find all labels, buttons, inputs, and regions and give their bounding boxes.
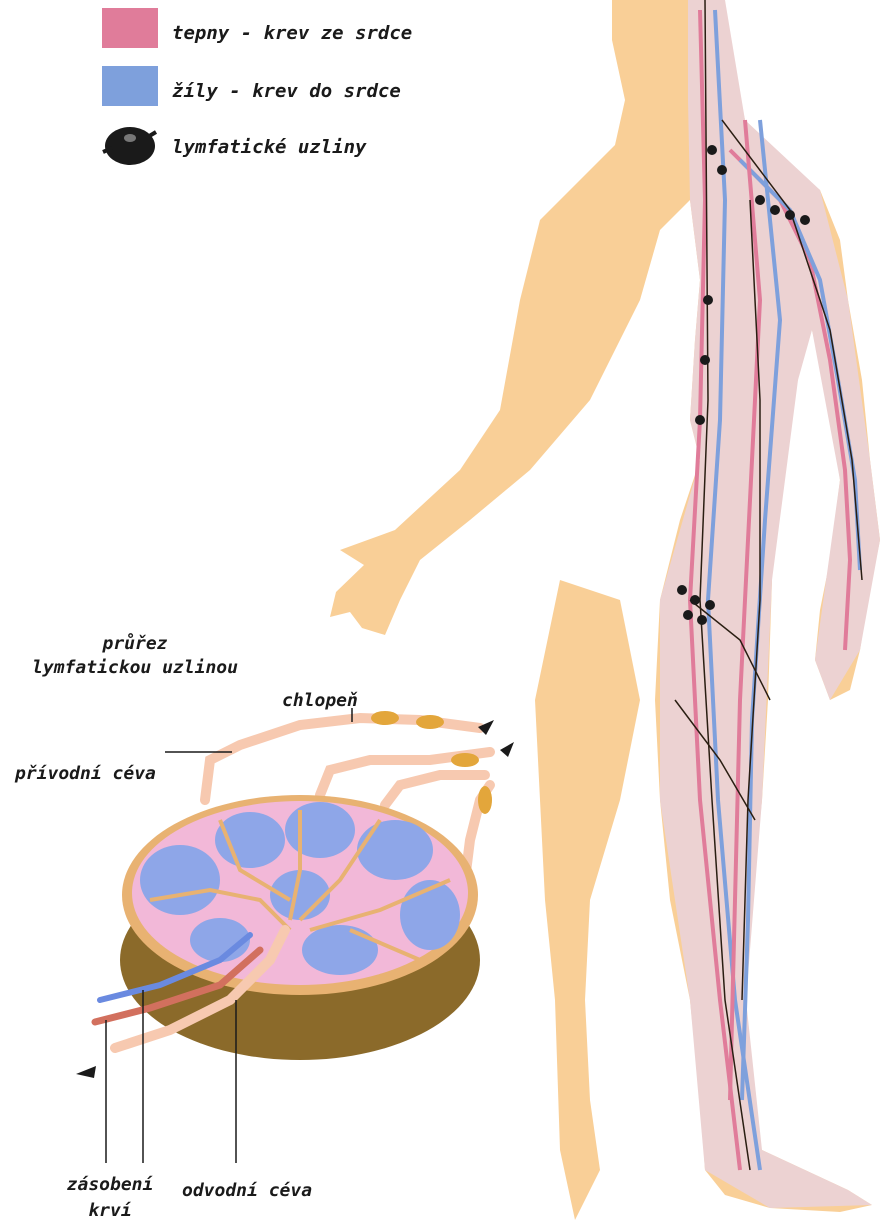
efferent-vessel-label: odvodní céva xyxy=(182,1180,312,1201)
valve-label: chlopeň xyxy=(282,690,358,711)
blood-supply-label: zásobení krví xyxy=(55,1172,165,1224)
section-title-line2: lymfatickou uzlinou xyxy=(0,656,270,680)
veins-color-swatch xyxy=(102,66,158,106)
lymph-node-icon xyxy=(100,122,158,168)
lymph-nodes-legend-label: lymfatické uzliny xyxy=(172,136,366,158)
section-title-line1: průřez xyxy=(0,632,270,656)
veins-legend-label: žíly - krev do srdce xyxy=(172,80,401,102)
section-title: průřez lymfatickou uzlinou xyxy=(0,632,270,680)
blood-supply-line1: zásobení xyxy=(55,1172,165,1198)
arteries-color-swatch xyxy=(102,8,158,48)
blood-supply-line2: krví xyxy=(55,1198,165,1224)
arteries-legend-label: tepny - krev ze srdce xyxy=(172,22,412,44)
afferent-vessel-label: přívodní céva xyxy=(15,763,156,784)
